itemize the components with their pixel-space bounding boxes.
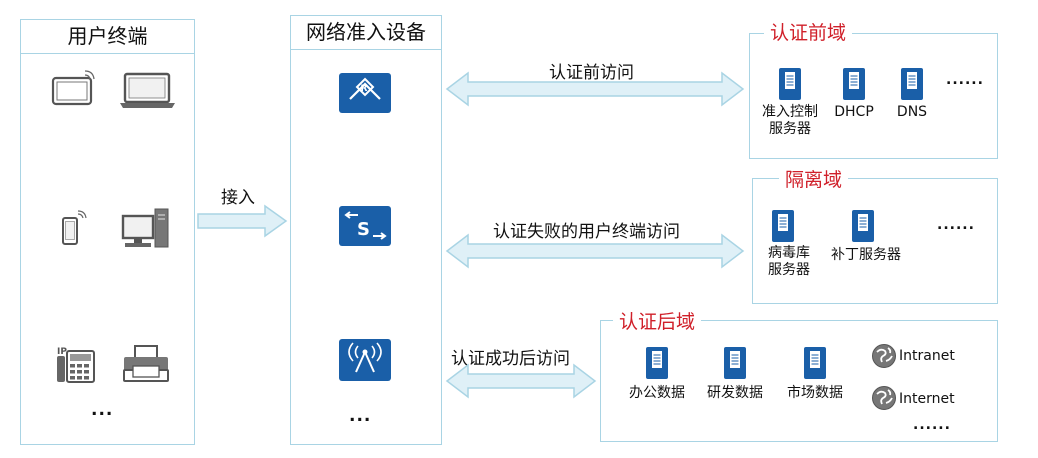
intranet-label: Intranet (899, 348, 955, 364)
patch-server-icon (851, 209, 875, 247)
tablet-icon (51, 70, 95, 110)
user-terminal-panel: 用户终端 IP ... (20, 19, 195, 445)
network-access-device-title: 网络准入设备 (291, 16, 441, 50)
office-data-server-icon (645, 346, 669, 384)
auth-success-access-arrow (445, 363, 597, 399)
pre-auth-access-label: 认证前访问 (549, 63, 634, 83)
office-data-label: 办公数据 (629, 385, 685, 401)
pre-auth-zone: 认证前域 准入控制 服务器 DHCP DNS ...... (749, 21, 998, 159)
more-terminals-ellipsis: ... (91, 400, 114, 420)
laptop-icon (119, 70, 177, 114)
isolation-zone-title: 隔离域 (779, 168, 849, 192)
auth-success-access-label: 认证成功后访问 (451, 349, 570, 369)
user-terminal-title: 用户终端 (21, 20, 194, 54)
access-control-server-label: 准入控制 服务器 (762, 104, 818, 137)
marketing-data-server-icon (803, 346, 827, 384)
pre-auth-more-ellipsis: ...... (946, 72, 984, 88)
isolation-zone: 隔离域 病毒库 服务器 补丁服务器 ...... (752, 168, 998, 304)
more-devices-ellipsis: ... (349, 406, 372, 426)
svg-text:R: R (361, 84, 368, 94)
isolation-more-ellipsis: ...... (937, 217, 975, 233)
post-auth-zone-title: 认证后域 (613, 310, 702, 334)
rnd-data-server-icon (723, 346, 747, 384)
post-auth-more-ellipsis: ...... (913, 417, 951, 433)
dns-server-icon (900, 67, 924, 105)
auth-fail-access-label: 认证失败的用户终端访问 (493, 222, 680, 242)
access-control-server-icon (778, 67, 802, 105)
switch-icon: S (338, 205, 393, 251)
pre-auth-zone-title: 认证前域 (764, 21, 853, 45)
internet-label: Internet (899, 391, 955, 407)
dhcp-server-label: DHCP (834, 104, 874, 120)
svg-text:IP: IP (57, 347, 67, 357)
post-auth-zone: 认证后域 办公数据 研发数据 市场数据 Intranet Internet ..… (600, 310, 998, 442)
svg-text:S: S (357, 219, 370, 240)
pre-auth-access-arrow (445, 71, 745, 107)
network-access-device-panel: 网络准入设备 R S ... (290, 15, 442, 445)
patch-server-label: 补丁服务器 (831, 247, 901, 263)
access-label: 接入 (221, 188, 255, 208)
ip-phone-icon: IP (55, 345, 97, 387)
rnd-data-label: 研发数据 (707, 385, 763, 401)
intranet-globe-icon (871, 343, 897, 373)
internet-globe-icon (871, 385, 897, 415)
dns-server-label: DNS (896, 104, 928, 120)
virus-db-server-label: 病毒库 服务器 (768, 245, 810, 278)
dhcp-server-icon (842, 67, 866, 105)
desktop-computer-icon (121, 208, 171, 254)
wireless-ap-icon (338, 338, 393, 386)
marketing-data-label: 市场数据 (787, 385, 843, 401)
smartphone-icon (61, 210, 87, 252)
printer-icon (121, 345, 171, 387)
access-arrow (197, 204, 288, 238)
virus-db-server-icon (771, 209, 795, 247)
router-icon: R (338, 72, 393, 118)
auth-fail-access-arrow (445, 233, 745, 269)
